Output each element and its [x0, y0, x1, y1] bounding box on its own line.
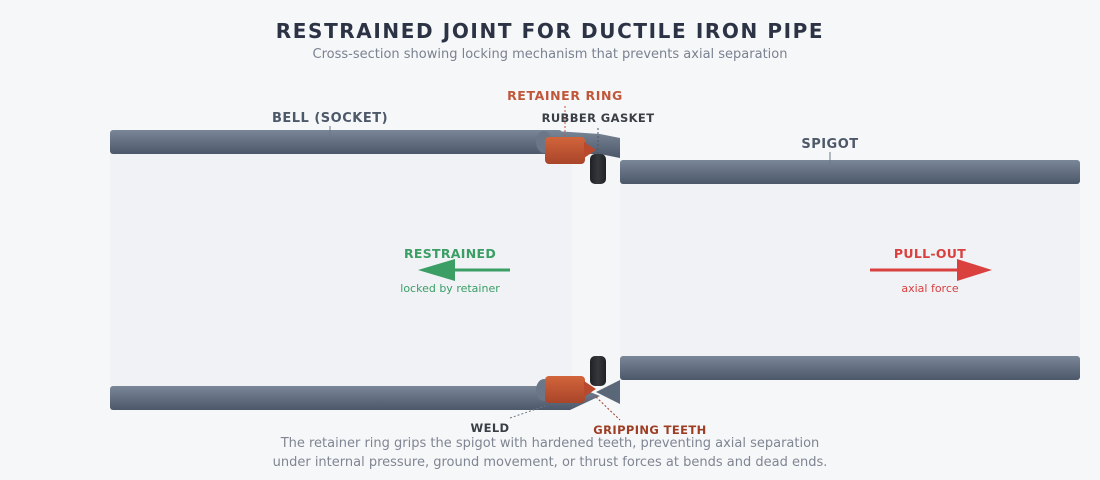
restrained-force: RESTRAINED locked by retainer: [400, 246, 510, 295]
bell-wall-bottom: [110, 386, 600, 410]
page-subtitle: Cross-section showing locking mechanism …: [313, 47, 788, 62]
teeth-leader-line: [595, 396, 621, 421]
weld-label: WELD: [470, 421, 509, 435]
bell-label: BELL (SOCKET): [272, 111, 388, 126]
spigot-interior: [620, 184, 1080, 356]
spigot-wall-bottom: [620, 356, 1080, 380]
gripping-tooth-icon: [584, 142, 596, 158]
rubber-gasket-top: [590, 154, 606, 184]
caption-line-2: under internal pressure, ground movement…: [273, 455, 828, 470]
restrained-label: RESTRAINED: [404, 246, 496, 261]
restrained-sublabel: locked by retainer: [400, 282, 500, 295]
retainer-ring-top: [545, 137, 596, 164]
rubber-gasket-bottom: [590, 356, 606, 386]
gripping-tooth-icon: [584, 381, 596, 397]
pullout-sublabel: axial force: [901, 282, 959, 295]
arrow-right-icon: [957, 259, 992, 281]
gripping-teeth-label: GRIPPING TEETH: [593, 423, 706, 437]
retainer-ring-label: RETAINER RING: [507, 88, 623, 103]
pullout-label: PULL-OUT: [894, 246, 966, 261]
spigot-wall-top: [620, 160, 1080, 184]
joint-gap: [572, 154, 620, 386]
page-title: RESTRAINED JOINT FOR DUCTILE IRON PIPE: [276, 19, 824, 43]
caption-line-1: The retainer ring grips the spigot with …: [280, 436, 820, 451]
arrow-left-icon: [418, 259, 455, 281]
spigot-label: SPIGOT: [801, 137, 858, 152]
pullout-force: PULL-OUT axial force: [870, 246, 992, 295]
rubber-gasket-label: RUBBER GASKET: [542, 111, 655, 125]
retainer-ring-bottom: [545, 376, 596, 403]
spigot-bevel: [596, 380, 620, 404]
